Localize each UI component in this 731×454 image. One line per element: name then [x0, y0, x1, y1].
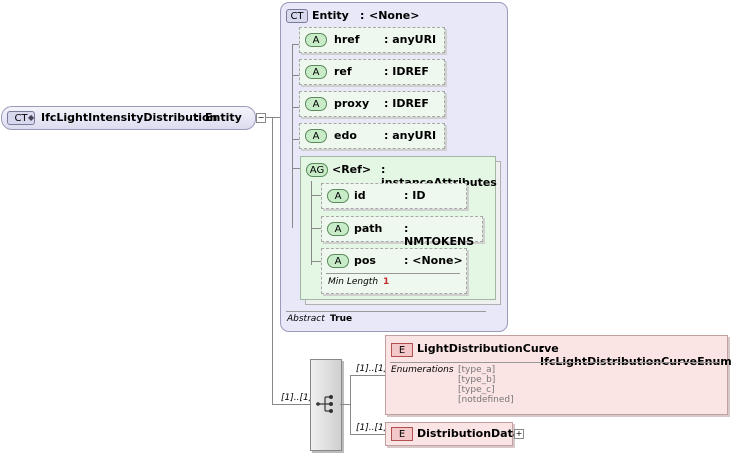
enumeration-value: [type_b] [458, 375, 496, 385]
element-name: LightDistributionCurve [417, 342, 559, 355]
connector [311, 181, 312, 265]
enumeration-value: [type_c] [458, 385, 495, 395]
abstract-separator [286, 311, 486, 312]
element-distribution-data[interactable]: E DistributionData [385, 422, 520, 446]
enumerations-label: Enumerations [391, 365, 454, 375]
attribute-type: : <None> [404, 254, 463, 267]
connector [350, 375, 351, 434]
facet-label: Min Length [328, 277, 379, 287]
enumeration-list: [type_a] [type_b] [type_c] [notdefined] [458, 365, 514, 405]
attribute-icon: A [327, 189, 349, 203]
attribute-edo[interactable]: A edo : anyURI [299, 123, 445, 149]
attribute-type: : IDREF [384, 97, 429, 110]
connector [292, 139, 304, 140]
attribute-name: pos [354, 254, 376, 267]
element-cardinality: [1]..[1] [356, 364, 388, 374]
element-cardinality: [1]..[1] [356, 423, 388, 433]
connector [292, 75, 304, 76]
attribute-type: : anyURI [384, 33, 437, 46]
enumeration-separator [390, 362, 720, 363]
attribute-icon: A [305, 33, 327, 47]
attribute-icon: A [327, 254, 349, 268]
element-name: DistributionData [417, 427, 521, 440]
attribute-href[interactable]: A href : anyURI [299, 27, 445, 53]
attribute-group-instance-attributes[interactable]: AG <Ref> : instanceAttributes A id : ID … [300, 156, 497, 300]
connector [272, 117, 273, 404]
entity-type-separator: : [360, 9, 365, 22]
enumeration-value: [notdefined] [458, 395, 514, 405]
attribute-pos[interactable]: A pos : <None> Min Length 1 [321, 248, 467, 294]
element-type: : IfcLightDistributionCurveEnum [540, 342, 731, 368]
sequence-icon [316, 395, 333, 413]
abstract-label: Abstract [287, 314, 325, 324]
connector [272, 404, 310, 405]
connector [311, 228, 325, 229]
attribute-icon: A [327, 222, 349, 236]
attribute-group-icon: AG [306, 163, 328, 177]
attribute-id[interactable]: A id : ID [321, 183, 467, 209]
attribute-name: id [354, 189, 366, 202]
root-type-node[interactable]: CT ◆ IfcLightIntensityDistribution : Ent… [1, 106, 256, 130]
sequence-compositor[interactable] [310, 359, 342, 451]
attribute-icon: A [305, 65, 327, 79]
root-type-kind: Entity [205, 111, 242, 124]
attribute-icon: A [305, 129, 327, 143]
connector [265, 117, 272, 118]
root-type-separator: : [195, 111, 200, 124]
connector [350, 375, 385, 376]
attribute-name: path [354, 222, 383, 235]
attribute-name: href [334, 33, 360, 46]
connector [311, 195, 325, 196]
connector [311, 261, 325, 262]
attribute-type: : NMTOKENS [404, 222, 475, 248]
root-collapse-toggle[interactable]: − [256, 113, 266, 123]
connector [292, 44, 304, 45]
attribute-name: edo [334, 129, 357, 142]
connector [292, 107, 304, 108]
attribute-ref[interactable]: A ref : IDREF [299, 59, 445, 85]
attribute-proxy[interactable]: A proxy : IDREF [299, 91, 445, 117]
ct-arrow-icon: ◆ [28, 113, 35, 122]
element-icon: E [391, 427, 413, 441]
root-type-name: IfcLightIntensityDistribution [41, 111, 218, 124]
entity-type-name: Entity [312, 9, 349, 22]
attribute-type: : anyURI [384, 129, 437, 142]
attribute-path[interactable]: A path : NMTOKENS [321, 216, 483, 248]
attribute-group-name: <Ref> [332, 163, 372, 176]
sequence-cardinality: [1]..[1] [281, 393, 313, 403]
facet-value: 1 [383, 277, 390, 287]
attribute-type: : IDREF [384, 65, 429, 78]
element-icon: E [391, 343, 413, 357]
entity-type-box: CT Entity : <None> A href : anyURI A ref… [280, 2, 508, 332]
complex-type-icon: CT [286, 9, 308, 23]
connector [292, 168, 300, 169]
element-light-distribution-curve[interactable]: E LightDistributionCurve : IfcLightDistr… [385, 335, 731, 415]
attribute-name: ref [334, 65, 352, 78]
attribute-type: : ID [404, 189, 426, 202]
complex-type-icon: CT [7, 111, 35, 125]
connector [350, 434, 385, 435]
connector [272, 117, 280, 118]
entity-type-kind: <None> [369, 9, 420, 22]
connector [292, 44, 293, 228]
attribute-icon: A [305, 97, 327, 111]
abstract-value: True [330, 314, 353, 324]
facet-separator [326, 273, 460, 274]
connector [340, 404, 350, 405]
expand-toggle[interactable]: + [514, 429, 524, 439]
attribute-name: proxy [334, 97, 370, 110]
enumeration-value: [type_a] [458, 365, 496, 375]
